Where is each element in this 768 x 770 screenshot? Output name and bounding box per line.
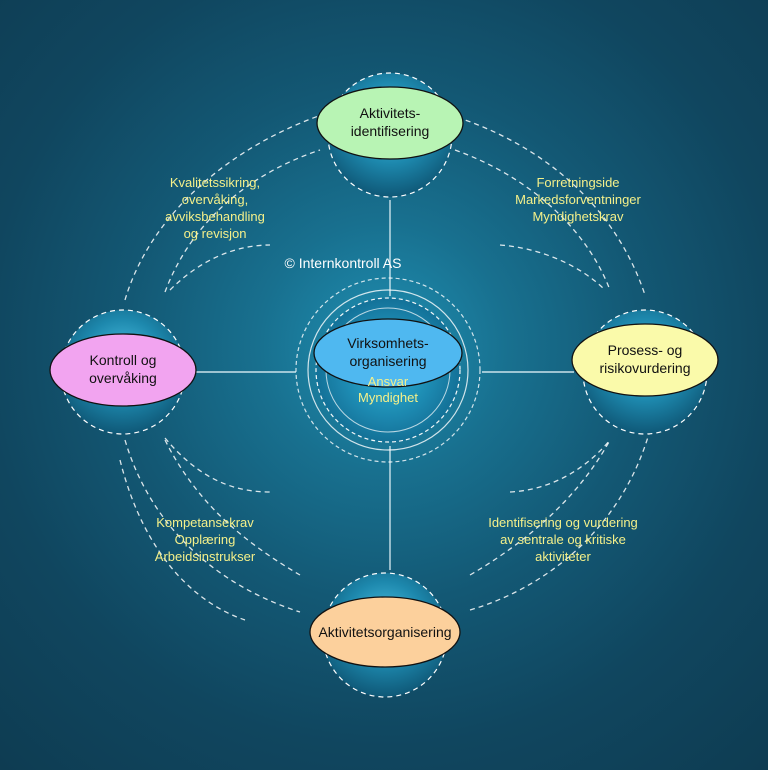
center-sub-line-2: Myndighet: [358, 390, 418, 405]
center-ring-outer: [295, 277, 481, 463]
note-top-left-line-3: avviksbehandling: [165, 209, 265, 224]
center-node-virksomhetsorganisering[interactable]: [313, 318, 463, 388]
note-bottom-left-line-1: Kompetansekrav: [156, 515, 254, 530]
note-top-left-line-1: Kvalitetssikring,: [170, 175, 260, 190]
note-top-right: Forretningside Markedsforventninger Mynd…: [515, 175, 641, 224]
node-kontroll-og-overvaking[interactable]: [49, 333, 197, 407]
center-ring-mid: [307, 289, 469, 451]
node-aktivitetsidentifisering[interactable]: [316, 86, 464, 160]
arc-top-right-inner: [454, 149, 611, 291]
node-left-line-1: Kontroll og: [90, 352, 157, 368]
node-right-group: Prosess- og risikovurdering: [571, 309, 719, 435]
arc-bottom-left-extra: [119, 459, 246, 621]
arc-br-connector: [509, 439, 611, 493]
note-top-left-line-2: overvåking,: [182, 192, 248, 207]
node-top-line-1: Aktivitets-: [360, 105, 421, 121]
node-prosess-og-risikovurdering[interactable]: [571, 323, 719, 397]
node-top-group: Aktivitets- identifisering: [316, 72, 464, 198]
copyright-text: © Internkontroll AS: [285, 255, 402, 271]
note-top-right-line-2: Markedsforventninger: [515, 192, 641, 207]
node-bottom-line-1: Aktivitetsorganisering: [318, 624, 451, 640]
node-left-line-2: overvåking: [89, 370, 157, 386]
center-sub-line-1: Ansvar: [368, 374, 409, 389]
node-right-line-1: Prosess- og: [608, 342, 683, 358]
outer-arcs: [119, 111, 651, 621]
spokes: [196, 200, 574, 570]
note-top-left: Kvalitetssikring, overvåking, avviksbeha…: [165, 175, 265, 241]
note-bottom-right: Identifisering og vurdering av sentrale …: [488, 515, 638, 564]
arc-tr-connector: [499, 244, 606, 291]
note-bottom-right-line-3: aktiviteter: [535, 549, 591, 564]
note-top-right-line-1: Forretningside: [536, 175, 619, 190]
note-bottom-left-line-3: Arbeidsinstrukser: [155, 549, 256, 564]
arc-tl-connector: [169, 244, 271, 291]
node-aktivitetsorganisering[interactable]: [309, 596, 461, 668]
node-bottom-group: Aktivitetsorganisering: [309, 572, 461, 698]
arc-top-left-outer: [124, 111, 331, 301]
arc-bl-connector: [164, 437, 271, 493]
node-top-line-2: identifisering: [351, 123, 430, 139]
center-title-line-1: Virksomhets-: [347, 335, 429, 351]
note-bottom-right-line-2: av sentrale og kritiske: [500, 532, 626, 547]
note-bottom-left-line-2: Opplæring: [175, 532, 236, 547]
center-title-line-2: organisering: [349, 353, 426, 369]
arc-bottom-right-inner: [469, 439, 611, 576]
center-hub: Virksomhets- organisering Ansvar Myndigh…: [295, 277, 481, 463]
node-right-line-2: risikovurdering: [599, 360, 690, 376]
arc-bottom-left-outer: [124, 439, 301, 613]
note-bottom-left: Kompetansekrav Opplæring Arbeidsinstruks…: [155, 515, 256, 564]
arc-top-right-outer: [439, 111, 646, 296]
note-top-left-line-4: og revisjon: [184, 226, 247, 241]
node-left-group: Kontroll og overvåking: [49, 309, 197, 435]
note-bottom-right-line-1: Identifisering og vurdering: [488, 515, 638, 530]
note-top-right-line-3: Myndighetskrav: [532, 209, 624, 224]
